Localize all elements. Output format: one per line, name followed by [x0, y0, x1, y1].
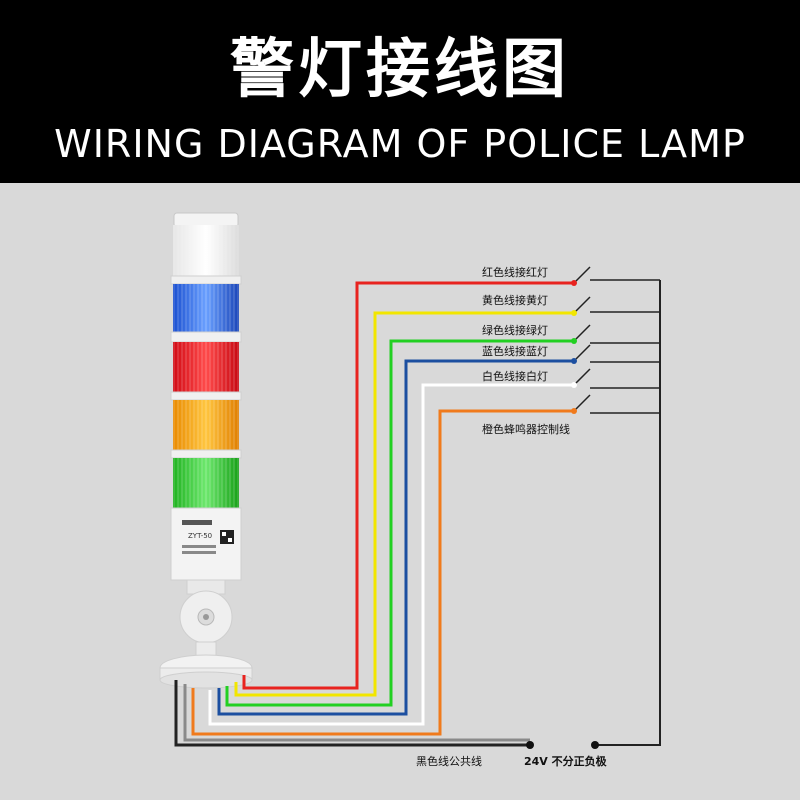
wire-gray — [183, 684, 530, 742]
label-common-wire: 黑色线公共线 — [416, 754, 482, 768]
wire-green — [225, 339, 572, 707]
label-white-wire: 白色线接白灯 — [482, 369, 548, 383]
common-terminal — [526, 741, 534, 749]
lamp-cap — [173, 212, 239, 228]
switch-red — [571, 266, 660, 286]
wire-yellow — [234, 311, 572, 697]
page-title: 警灯接线图 — [230, 33, 570, 107]
wire-black-common — [174, 680, 530, 747]
switch-yellow — [571, 296, 660, 316]
wire-orange — [191, 409, 572, 736]
wire-white — [208, 383, 572, 726]
label-blue-wire: 蓝色线接蓝灯 — [482, 344, 548, 358]
switch-white — [571, 368, 660, 389]
wire-red — [242, 281, 572, 690]
wire-blue — [217, 359, 572, 716]
label-orange-wire: 橙色蜂鸣器控制线 — [482, 422, 570, 436]
switch-orange — [571, 394, 660, 414]
lamp-model-label: ZYT-50 — [188, 532, 212, 540]
label-power: 24V 不分正负极 — [524, 754, 608, 768]
header-banner: 警灯接线图 WIRING DIAGRAM OF POLICE LAMP — [0, 0, 800, 183]
switch-blue — [571, 344, 660, 364]
label-red-wire: 红色线接红灯 — [482, 265, 548, 279]
label-yellow-wire: 黄色线接黄灯 — [482, 293, 548, 307]
switch-green — [571, 324, 660, 344]
label-green-wire: 绿色线接绿灯 — [482, 323, 548, 337]
page-subtitle: WIRING DIAGRAM OF POLICE LAMP — [54, 122, 746, 166]
power-terminal — [591, 741, 599, 749]
signal-tower-lamp: ZYT-50 — [159, 212, 253, 689]
power-bus — [595, 280, 661, 746]
wiring-diagram: ZYT-50 红色线接红灯 黄色线接黄灯 — [159, 212, 661, 768]
